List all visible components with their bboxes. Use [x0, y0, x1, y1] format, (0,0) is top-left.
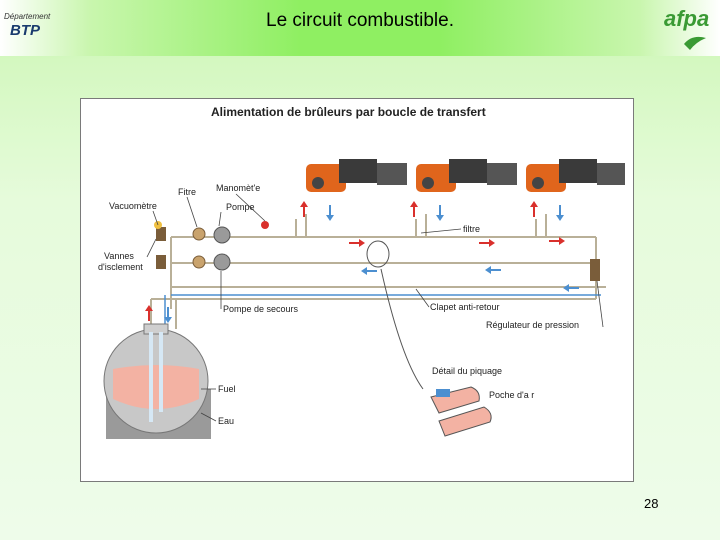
pump-group	[154, 221, 600, 281]
diagram-heading: Alimentation de brûleurs par boucle de t…	[211, 105, 486, 119]
slide-title: Le circuit combustible.	[266, 10, 454, 31]
afpa-logo-text: afpa	[664, 6, 710, 31]
label-regulateur: Régulateur de pression	[486, 320, 579, 330]
label-vacuometre: Vacuomètre	[109, 201, 157, 211]
label-pompe-secours: Pompe de secours	[223, 304, 299, 314]
pipe-network	[150, 214, 606, 329]
label-eau: Eau	[218, 416, 234, 426]
label-pompe: Pompe	[226, 202, 255, 212]
leader-lines	[146, 193, 604, 422]
label-vannes: Vannes	[104, 251, 134, 261]
burner-3	[526, 159, 625, 192]
pressure-regulator	[590, 259, 600, 281]
diagram-frame: Alimentation de brûleurs par boucle de t…	[80, 98, 634, 482]
leaf-icon	[684, 36, 706, 50]
label-isolement: d'isclement	[98, 262, 143, 272]
label-clapet: Clapet anti-retour	[430, 302, 500, 312]
flow-arrows	[145, 201, 579, 323]
page-number: 28	[644, 496, 659, 511]
label-filtre: Fitre	[178, 187, 196, 197]
header-band	[0, 0, 720, 56]
label-manometre: Manomèt'e	[216, 183, 260, 193]
label-detail: Détail du piquage	[432, 366, 502, 376]
burner-2	[416, 159, 517, 192]
detail-pipe	[366, 240, 492, 437]
fuel-circuit-diagram: Alimentation de brûleurs par boucle de t…	[98, 105, 625, 439]
afpa-logo: afpa	[662, 4, 718, 50]
burner-1	[306, 159, 407, 192]
btp-logo: Département BTP	[4, 8, 50, 44]
label-fuel: Fuel	[218, 384, 236, 394]
label-poche-air: Poche d'a r	[489, 390, 534, 400]
logo-department-text: Département	[4, 12, 51, 21]
fuel-tank	[103, 323, 211, 439]
label-filtre-right: filtre	[463, 224, 480, 234]
logo-btp-text: BTP	[10, 22, 40, 39]
